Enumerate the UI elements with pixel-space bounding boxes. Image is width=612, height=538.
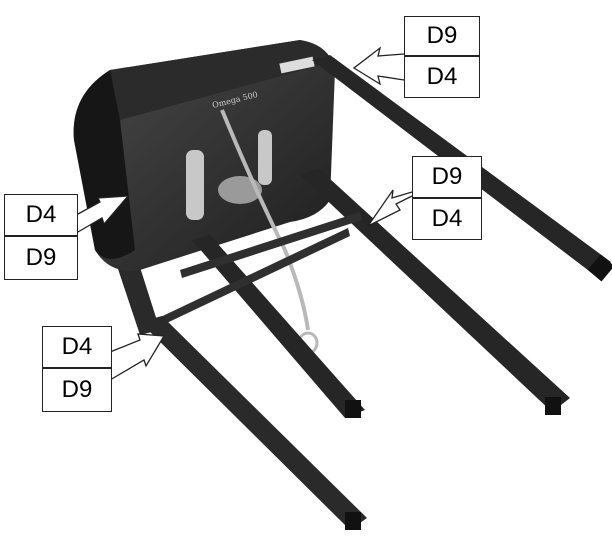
callout-left-upper: D4 [4, 194, 78, 236]
connector-left [186, 150, 204, 220]
housing-label-strip [279, 56, 315, 74]
arrow-lower-left [109, 333, 166, 381]
callout-mid-right-lower: D4 [412, 198, 482, 240]
cross-bar-lower [150, 228, 350, 330]
housing-top-panel [106, 40, 333, 120]
front-leg [140, 316, 367, 530]
connector-center [218, 176, 262, 204]
rail-middle-left-foot [345, 400, 361, 418]
arrow-left [77, 195, 130, 233]
callout-lower-left-upper: D4 [42, 326, 112, 368]
arrow-mid-right [367, 189, 413, 227]
callout-top-right-upper: D9 [404, 16, 480, 56]
front-leg-foot [345, 512, 361, 530]
callout-lower-left-lower: D9 [42, 368, 112, 412]
callout-top-right-lower: D4 [404, 56, 480, 98]
arrow-top-right [352, 46, 405, 86]
rail-top-right-foot [587, 254, 612, 282]
connector-right [258, 130, 272, 185]
rail-middle-left [192, 235, 365, 418]
callout-left-lower: D9 [4, 236, 78, 280]
cross-bar-upper [180, 212, 362, 278]
rail-middle-right-foot [545, 397, 561, 415]
callout-mid-right-upper: D9 [412, 156, 482, 198]
rail-middle-right [300, 168, 570, 412]
